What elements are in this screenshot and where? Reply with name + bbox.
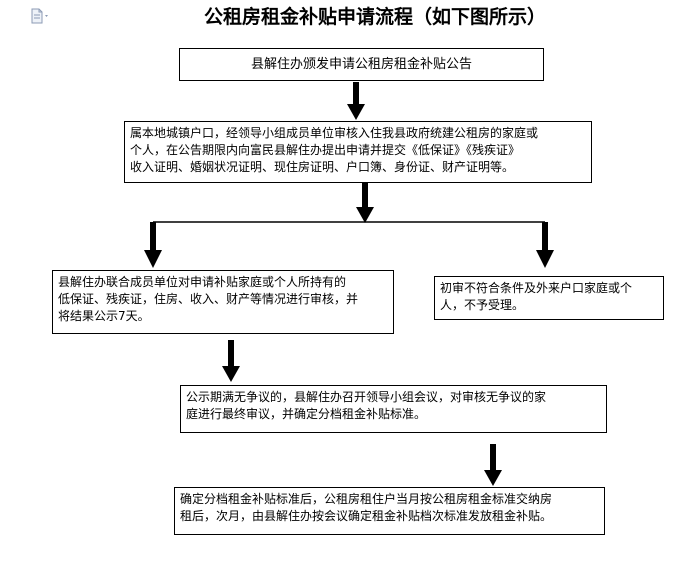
- step-apply-line: 属本地城镇户口，经领导小组成员单位审核入住我县政府统建公租房的家庭或: [130, 126, 539, 140]
- arrow-down-icon: [347, 82, 365, 120]
- step-review-line: 县解住办联合成员单位对申请补贴家庭或个人所持有的: [58, 275, 347, 289]
- step-announce-box: 县解住办颁发申请公租房租金补贴公告: [179, 48, 544, 81]
- step-apply-line: 个人，在公告期限内向富民县解住办提出申请并提交《低保证》《残疾证》: [130, 143, 521, 157]
- step-final-review-box: 公示期满无争议的，县解住办召开领导小组会议，对审核无争议的家 庭进行最终审议，并…: [180, 385, 607, 433]
- branch-connector: [144, 221, 554, 268]
- step-announce-line: 县解住办颁发申请公租房租金补贴公告: [250, 57, 472, 72]
- document-icon: [31, 8, 48, 24]
- step-reject-line: 初审不符合条件及外来户口家庭或个: [440, 281, 633, 295]
- step-reject-box: 初审不符合条件及外来户口家庭或个 人，不予受理。: [434, 276, 664, 320]
- arrow-down-icon: [484, 444, 502, 486]
- step-payment-box: 确定分档租金补贴标准后，公租房租住户当月按公租房租金标准交纳房 租后，次月，由县…: [174, 487, 605, 535]
- step-apply-line: 收入证明、婚姻状况证明、现住房证明、户口簿、身份证、财产证明等。: [130, 160, 515, 174]
- step-review-line: 将结果公示7天。: [58, 309, 150, 323]
- step-final-review-line: 公示期满无争议的，县解住办召开领导小组会议，对审核无争议的家: [186, 390, 547, 404]
- step-review-line: 低保证、残疾证，住房、收入、财产等情况进行审核，并: [58, 292, 359, 306]
- step-reject-line: 人，不予受理。: [440, 298, 525, 312]
- step-final-review-line: 庭进行最终审议，并确定分档租金补贴标准。: [186, 407, 427, 421]
- step-payment-line: 确定分档租金补贴标准后，公租房租住户当月按公租房租金标准交纳房: [180, 492, 553, 506]
- step-review-box: 县解住办联合成员单位对申请补贴家庭或个人所持有的 低保证、残疾证，住房、收入、财…: [52, 270, 394, 334]
- arrow-down-icon: [222, 340, 240, 382]
- step-payment-line: 租后，次月，由县解住办按会议确定租金补贴档次标准发放租金补贴。: [180, 509, 553, 523]
- arrow-down-icon: [356, 183, 374, 223]
- step-apply-box: 属本地城镇户口，经领导小组成员单位审核入住我县政府统建公租房的家庭或 个人，在公…: [124, 121, 592, 183]
- page-title: 公租房租金补贴申请流程（如下图所示）: [203, 6, 546, 28]
